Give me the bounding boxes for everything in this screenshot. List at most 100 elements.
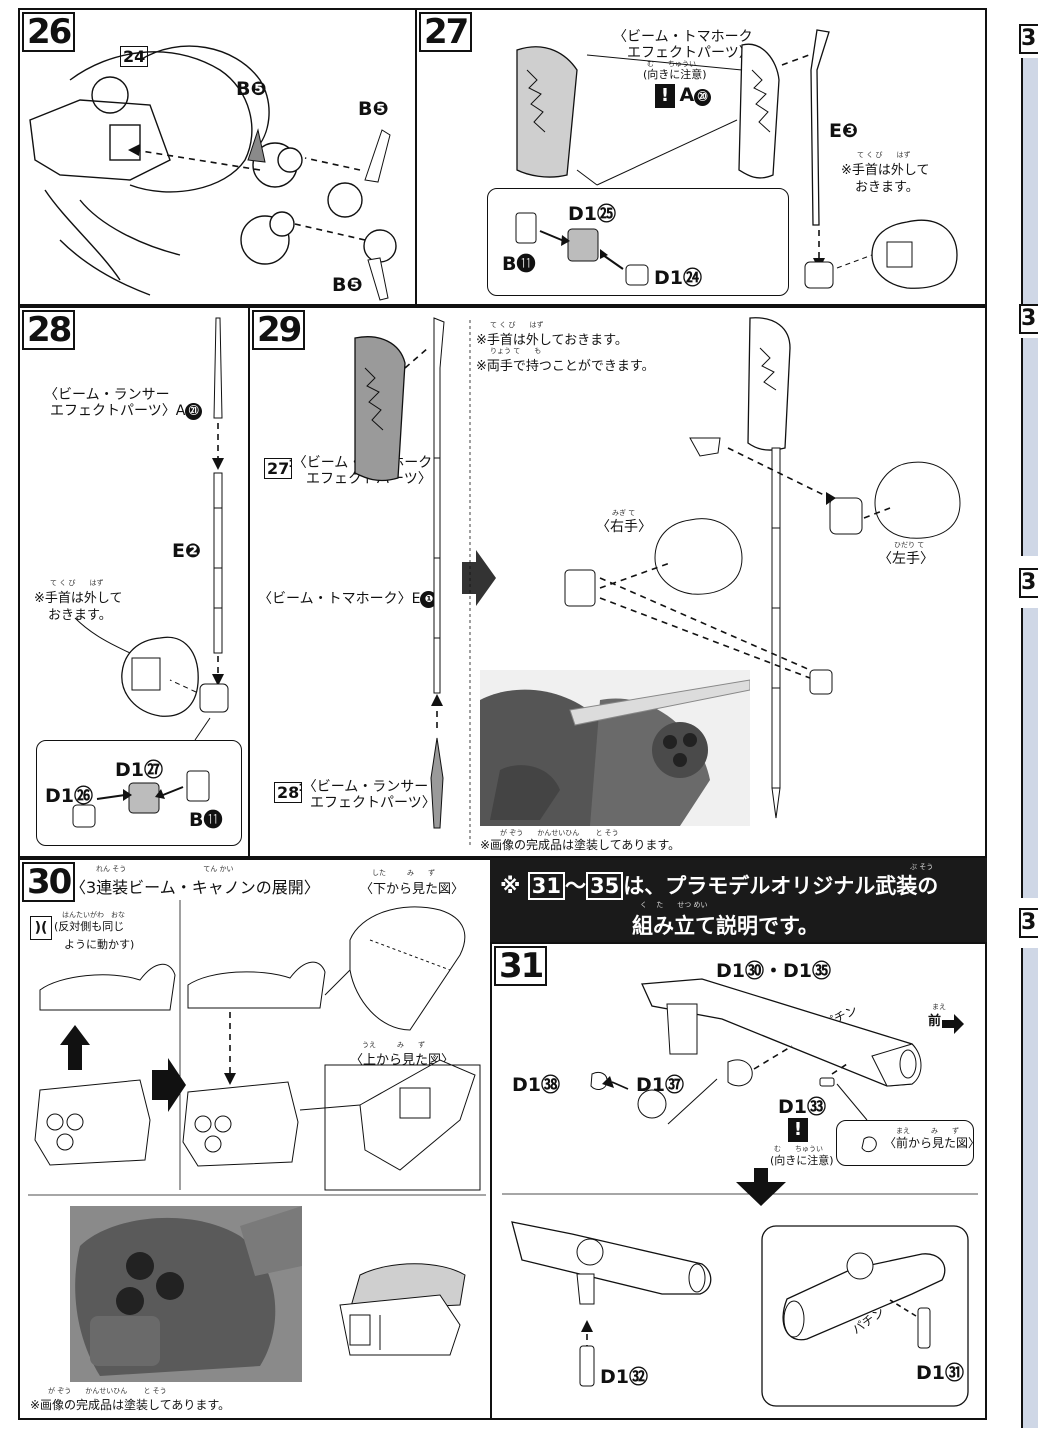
step-28-illustration: [74, 317, 229, 741]
left-hand-ruby: ひだり て: [894, 541, 925, 549]
edge-step-number: 3: [1019, 908, 1038, 938]
wrist-note-line2: おきます。: [48, 608, 112, 623]
note-ruby: む ちゅうい: [774, 1145, 823, 1153]
part-label-b5: B❺: [358, 98, 389, 120]
edge-block: [1021, 608, 1038, 898]
step-26-panel: 26 24 B❺ B❺ B❺: [18, 8, 417, 306]
ref-28-line2: エフェクトパーツ〉: [310, 795, 436, 811]
left-hand-label: 〈左手〉: [878, 551, 934, 567]
part-d1-24: D1㉔: [654, 267, 702, 289]
part-d1-38: D1㊳: [512, 1074, 560, 1096]
front-view-box: [836, 1120, 974, 1166]
wrist-ruby: て く び はず: [857, 151, 911, 159]
part-b11: B⓫: [502, 253, 536, 275]
part-d1-25: D1㉕: [568, 203, 616, 225]
side-line2: ように動かす): [64, 938, 135, 951]
edge-step-number: 3: [1019, 304, 1038, 334]
right-hand-label: 〈右手〉: [596, 519, 652, 535]
step-27-panel: 27 〈ビーム・トマホーク エフェクトパーツ〉 む ちゅうい (向きに注意) !…: [415, 8, 987, 306]
hand-assembly-subbox: D1㉕ B⓫ D1㉔: [487, 188, 789, 296]
part-a-number: ⑳: [694, 88, 712, 106]
both-hands-note: ※両手で持つことができます。: [476, 359, 655, 374]
edge-block: [1021, 338, 1038, 556]
effect-title-line1: 〈ビーム・トマホーク: [613, 29, 753, 45]
front-view-ruby: まえ み ず: [896, 1127, 959, 1135]
part-d1-27: D1㉗: [115, 759, 163, 781]
note-ruby-1: て く び はず: [490, 321, 544, 329]
banner-ruby-1: ぶ そう: [910, 863, 934, 871]
below-ruby: した み ず: [372, 869, 435, 877]
part-d1-30-35: D1㉚・D1㉟: [716, 960, 831, 982]
hand-assembly-subbox: D1㉗ D1㉖ B⓫: [36, 740, 242, 846]
photo-note: ※画像の完成品は塗装してあります。: [30, 1398, 231, 1412]
part-e3: E❸: [829, 120, 859, 142]
banner-ruby-2: く た せつ めい: [640, 901, 708, 909]
lancer-title-line1: 〈ビーム・ランサー: [44, 387, 170, 403]
ref-28-box: 28: [274, 782, 303, 803]
step-number: 27: [419, 12, 473, 52]
edge-step-number: 3: [1019, 24, 1038, 54]
front-label: 前: [928, 1014, 942, 1029]
photo-content: [480, 670, 750, 826]
step-31-panel: 31 D1㉚・D1㉟ まえ 前 パチン D1㊳ D1㊲ D1㉝ ! む ちゅうい…: [490, 942, 987, 1420]
warning-icon: !: [655, 84, 675, 108]
front-ruby: まえ: [932, 1003, 946, 1011]
part-d1-26: D1㉖: [45, 785, 93, 807]
part-label-b5: B❺: [236, 78, 267, 100]
part-e2: E❷: [172, 540, 202, 562]
wrist-note: ※手首は外しておきます。: [476, 333, 628, 348]
hand-parts-illustration: [515, 212, 649, 286]
view-from-above: 〈上から見た図〉: [350, 1053, 455, 1068]
tomahawk-part-number: ❶: [420, 590, 438, 608]
cannon-side-illustration: [339, 1263, 466, 1356]
wrist-note-line1: ※手首は外して: [34, 591, 123, 606]
part-d1-31: D1㉛: [916, 1362, 964, 1384]
tomahawk-text: 〈ビーム・トマホーク〉E: [258, 591, 421, 607]
photo-note-ruby: が ぞう かんせいひん と そう: [48, 1387, 167, 1395]
step-number: 30: [22, 862, 76, 902]
step-number: 28: [22, 310, 76, 350]
step-29-illustration: [354, 317, 961, 848]
step-26-illustration: [29, 45, 397, 301]
effect-title-line2: エフェクトパーツ〉: [627, 45, 753, 61]
right-hand-ruby: みぎ て: [612, 509, 636, 517]
mirror-icon: )(: [30, 916, 52, 940]
lancer-title-text: エフェクトパーツ〉A: [50, 403, 186, 419]
hand-parts-illustration: [72, 770, 210, 828]
note-ruby-2: りょう て も: [490, 347, 542, 355]
side-line1: (反対側も同じ: [54, 920, 125, 933]
step-number: 31: [494, 946, 548, 986]
view-from-below: 〈下から見た図〉: [360, 882, 465, 897]
banner-line2: 組み立て説明です。: [632, 914, 819, 938]
banner-tilde: ～: [564, 874, 586, 898]
orientation-note: (向きに注意): [770, 1154, 834, 1167]
warning-icon: !: [788, 1118, 808, 1142]
banner-text: は、プラモデルオリジナル武装の: [623, 874, 939, 898]
cannon-title: 〈3連装ビーム・キャノンの展開〉: [70, 878, 320, 897]
step-30-illustration: [28, 900, 486, 1196]
photo-note-ruby: が ぞう かんせいひん と そう: [500, 829, 619, 837]
step-number: 26: [22, 12, 76, 52]
wrist-note-line2: おきます。: [855, 180, 919, 195]
edge-step-number: 3: [1019, 568, 1038, 598]
photo-note: ※画像の完成品は塗装してあります。: [480, 838, 681, 852]
banner-to: 35: [585, 872, 624, 900]
part-d1-33: D1㉝: [778, 1096, 826, 1118]
orientation-note: (向きに注意): [643, 68, 707, 81]
wrist-note-line1: ※手首は外して: [841, 163, 930, 178]
side-ruby: はんたいがわ おな: [62, 911, 125, 919]
note-ruby: む ちゅうい: [647, 60, 696, 68]
edge-block: [1021, 58, 1038, 306]
step-31-illustration: [502, 978, 978, 1407]
part-b11: B⓫: [189, 809, 223, 831]
step-number: 29: [252, 310, 306, 350]
part-a-number: ㉑: [185, 402, 203, 420]
step-27-illustration: [516, 29, 958, 289]
warning-box: !: [788, 1118, 808, 1142]
banner-mark: ※: [500, 874, 521, 898]
title-ruby: れん そう てん かい: [96, 865, 234, 873]
